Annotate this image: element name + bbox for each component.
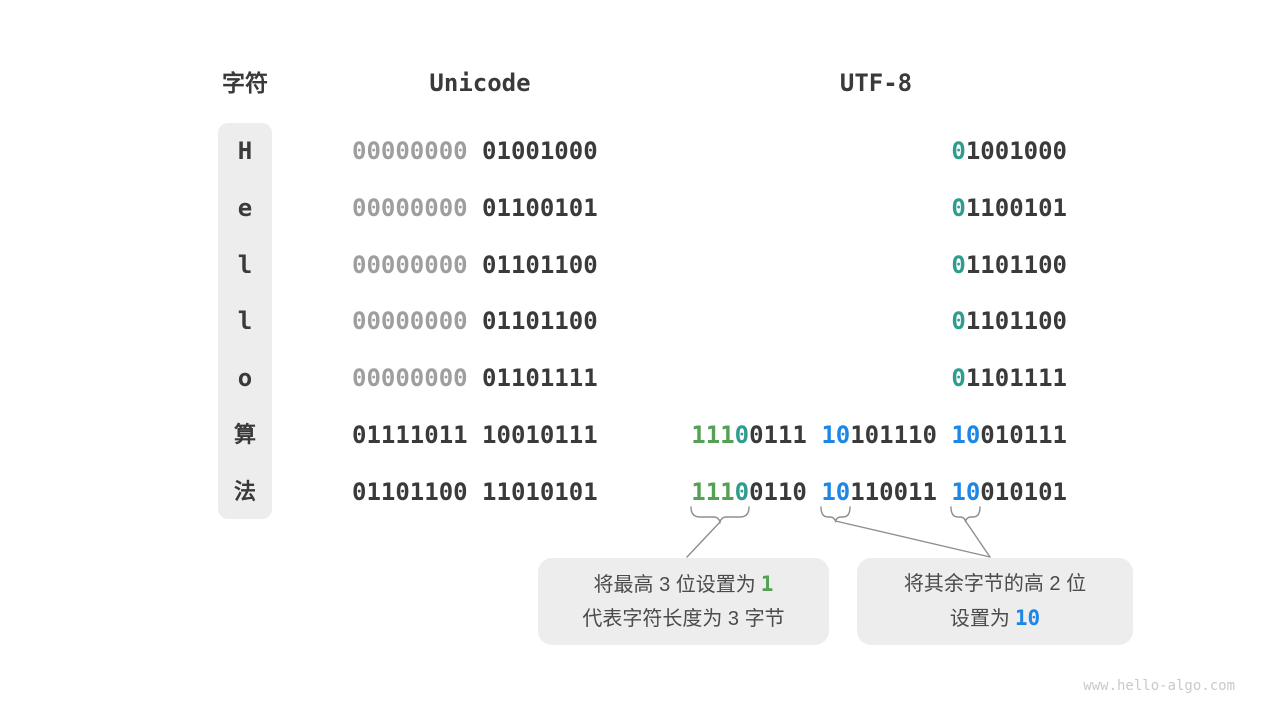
unicode-cell: 00000000 01100101 <box>352 193 598 223</box>
bit-group: 1101100 <box>965 307 1067 335</box>
bit-group: 01101100 <box>352 478 468 506</box>
bit-group: 111 <box>691 421 735 449</box>
unicode-cell: 00000000 01101100 <box>352 250 598 280</box>
bit-group: 00000000 <box>352 194 468 222</box>
bit-group: 1001000 <box>965 137 1067 165</box>
bit-group: 0110 <box>749 478 807 506</box>
utf8-cell: 01001000 <box>951 136 1067 166</box>
bit-group: 10 <box>951 478 981 506</box>
bit-group: 01101111 <box>482 364 598 392</box>
char-cell: e <box>237 194 253 222</box>
header-unicode-column: Unicode <box>429 69 531 97</box>
connector-line-byte3-to-box2 <box>964 520 991 558</box>
char-cell: o <box>237 364 253 392</box>
char-cell: l <box>237 307 253 335</box>
connector-line-prefix-to-box1 <box>686 521 721 558</box>
unicode-cell: 00000000 01101111 <box>352 363 598 393</box>
bit-group: 0111 <box>749 421 807 449</box>
bit-group: 10 <box>821 478 851 506</box>
bit-group: 0 <box>951 137 966 165</box>
char-cell: l <box>237 251 253 279</box>
utf8-cell: 01101100 <box>951 250 1067 280</box>
character-column-background <box>218 123 272 519</box>
bit-group: 110011 <box>850 478 937 506</box>
bit-group: 1101111 <box>965 364 1067 392</box>
bit-group: 11010101 <box>482 478 598 506</box>
utf8-cell: 11100111 10101110 10010111 <box>691 420 1067 450</box>
bit-group: 0 <box>951 364 966 392</box>
bit-group: 0 <box>951 194 966 222</box>
bit-group: 10010111 <box>482 421 598 449</box>
bit-group: 00000000 <box>352 251 468 279</box>
bit-group: 01100101 <box>482 194 598 222</box>
annotation-text: 设置为 <box>949 608 1010 630</box>
utf8-cell: 01101100 <box>951 306 1067 336</box>
utf8-cell: 11100110 10110011 10010101 <box>691 477 1067 507</box>
bit-group: 0 <box>951 307 966 335</box>
connector-line-byte2-to-box2 <box>834 520 991 558</box>
annotation-line: 代表字符长度为 3 字节 <box>538 602 829 636</box>
unicode-cell: 01101100 11010101 <box>352 477 598 507</box>
bit-group: 101110 <box>850 421 937 449</box>
underbrace-1110-prefix <box>690 506 750 525</box>
bit-group: 01101100 <box>482 251 598 279</box>
bit-group: 1100101 <box>965 194 1067 222</box>
char-cell: 算 <box>233 422 256 447</box>
bit-group: 01001000 <box>482 137 598 165</box>
bit-group: 0 <box>734 421 750 449</box>
underbrace-10-byte3 <box>950 506 981 523</box>
annotation-line: 将其余字节的高 2 位 <box>857 567 1133 601</box>
bit-group: 01111011 <box>352 421 468 449</box>
annotation-text: 代表字符长度为 3 字节 <box>582 608 785 630</box>
annotation-text: 将其余字节的高 2 位 <box>903 573 1087 595</box>
unicode-cell: 00000000 01001000 <box>352 136 598 166</box>
bit-group: 1101100 <box>965 251 1067 279</box>
header-char-column: 字符 <box>222 70 268 96</box>
bit-group: 00000000 <box>352 137 468 165</box>
unicode-cell: 00000000 01101100 <box>352 306 598 336</box>
utf8-cell: 01100101 <box>951 193 1067 223</box>
underbrace-10-byte2 <box>820 506 851 523</box>
bit-group: 00000000 <box>352 307 468 335</box>
bit-group: 010111 <box>980 421 1067 449</box>
header-utf8-column: UTF-8 <box>839 69 913 97</box>
bit-group: 01101100 <box>482 307 598 335</box>
bit-group: 010101 <box>980 478 1067 506</box>
bit-group: 10 <box>821 421 851 449</box>
bit-group: 10 <box>951 421 981 449</box>
annotation-value-10: 10 <box>1014 606 1041 630</box>
utf8-cell: 01101111 <box>951 363 1067 393</box>
annotation-value-1: 1 <box>760 572 774 596</box>
bit-group: 111 <box>691 478 735 506</box>
watermark: www.hello-algo.com <box>1083 678 1235 694</box>
char-cell: H <box>237 137 253 165</box>
bit-group: 00000000 <box>352 364 468 392</box>
char-cell: 法 <box>233 479 256 504</box>
annotation-text: 将最高 3 位设置为 <box>593 574 756 596</box>
bit-group: 0 <box>951 251 966 279</box>
bit-group: 0 <box>734 478 750 506</box>
unicode-cell: 01111011 10010111 <box>352 420 598 450</box>
